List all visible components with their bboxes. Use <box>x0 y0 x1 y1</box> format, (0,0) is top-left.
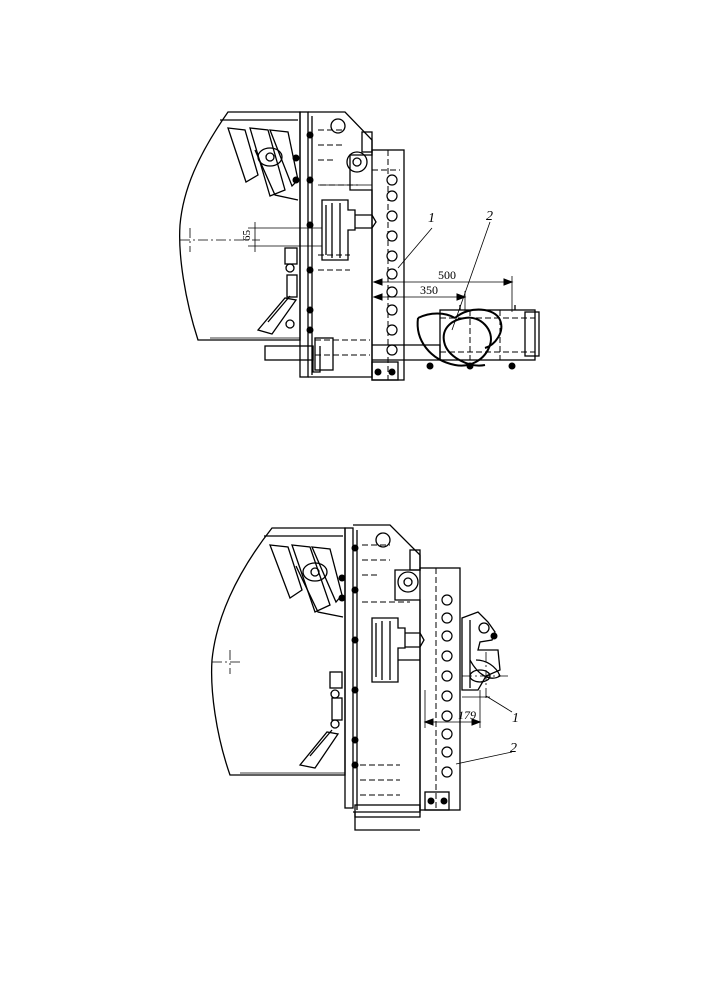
dim-179-label: 179 <box>458 708 476 722</box>
top-tow-bar <box>372 305 540 370</box>
top-dim-500: 500 <box>372 268 514 312</box>
top-callout-1-label: 1 <box>428 211 435 226</box>
bottom-callout-2: 2 <box>455 741 517 765</box>
bottom-figure: 179 1 2 <box>211 524 519 831</box>
bottom-dim-179: 179 <box>423 690 482 728</box>
bottom-housing <box>211 527 346 776</box>
bottom-callout-1-label: 1 <box>512 711 519 726</box>
top-drawbar-plate <box>361 131 405 381</box>
bottom-hitch-jaw <box>461 611 510 700</box>
bottom-callout-2-label: 2 <box>510 741 517 756</box>
top-housing <box>179 111 301 341</box>
top-callout-2-label: 2 <box>486 209 493 224</box>
dim-65-label: 65 <box>241 230 253 242</box>
dim-500-label: 500 <box>438 268 456 282</box>
bottom-callout-1: 1 <box>485 695 519 726</box>
top-dim-65: 65 <box>241 222 322 252</box>
dim-350-label: 350 <box>420 283 438 297</box>
top-callout-1: 1 <box>397 211 435 269</box>
top-callout-2: 2 <box>451 209 493 331</box>
bottom-drawbar-plate <box>409 549 461 811</box>
top-frame <box>264 111 377 378</box>
top-dim-350: 350 <box>372 283 467 312</box>
top-figure: 65 500 350 1 2 <box>179 111 540 381</box>
bottom-frame <box>338 524 425 831</box>
